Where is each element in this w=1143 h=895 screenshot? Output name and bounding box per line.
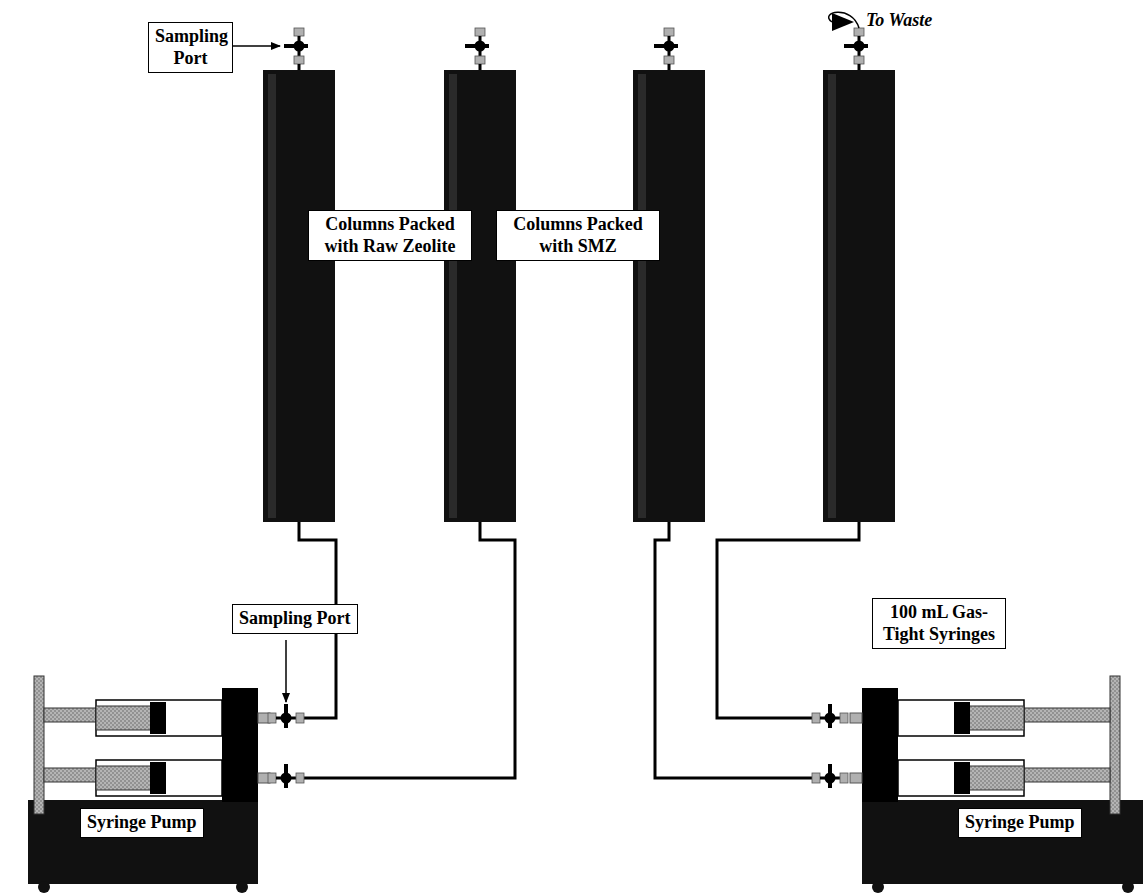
label-text: Syringe Pump <box>965 812 1075 834</box>
waste-arrowhead <box>832 13 854 31</box>
label-text: 100 mL Gas-Tight Syringes <box>879 602 999 645</box>
label-text: Syringe Pump <box>87 812 197 834</box>
syringe-label-box: 100 mL Gas-Tight Syringes <box>872 598 1006 649</box>
label-text: Columns Packed with Raw Zeolite <box>315 214 465 257</box>
pointer-arrows <box>222 12 859 702</box>
right-syringe-pump <box>812 676 1143 893</box>
left-syringe-pump <box>28 676 304 893</box>
pump-label-box: Syringe Pump <box>80 808 204 838</box>
label-text: Sampling Port <box>155 26 226 69</box>
label-text: Sampling Port <box>239 608 351 630</box>
port-label-box: Sampling Port <box>232 604 358 634</box>
outlet-label: To Waste <box>866 10 932 31</box>
tubing <box>299 522 859 778</box>
column-label-box: Columns Packed with SMZ <box>496 210 660 261</box>
pump-label-box: Syringe Pump <box>958 808 1082 838</box>
label-text: Columns Packed with SMZ <box>503 214 653 257</box>
port-label-box: Sampling Port <box>148 22 233 73</box>
column-label-box: Columns Packed with Raw Zeolite <box>308 210 472 261</box>
packed-columns <box>263 70 895 522</box>
column-valves <box>284 28 868 70</box>
